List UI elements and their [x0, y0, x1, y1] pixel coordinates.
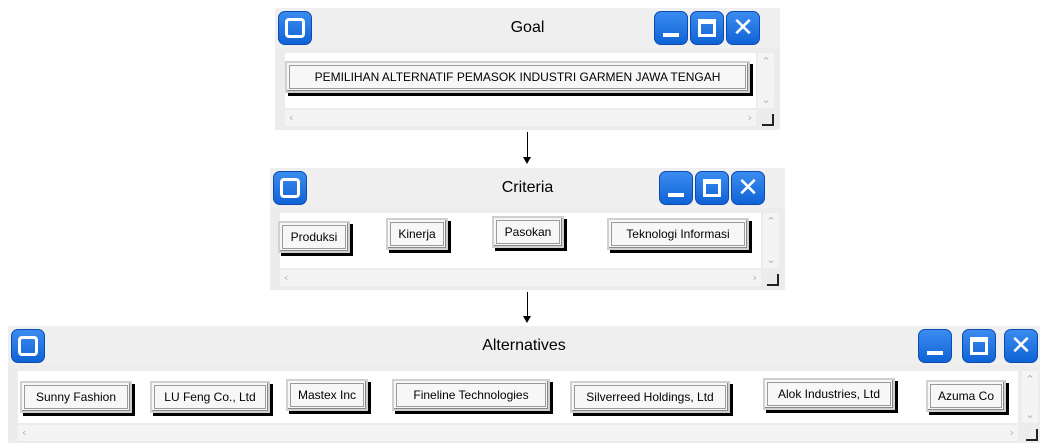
- alternative-node-lu-feng[interactable]: LU Feng Co., Ltd: [150, 381, 270, 413]
- criteria-node-kinerja[interactable]: Kinerja: [386, 218, 448, 250]
- goal-titlebar[interactable]: Goal ✕: [275, 8, 780, 48]
- criteria-titlebar[interactable]: Criteria ✕: [270, 168, 785, 208]
- chevron-right-icon[interactable]: ›: [747, 111, 752, 124]
- alternative-node-azuma-co[interactable]: Azuma Co: [926, 380, 1006, 412]
- resize-grip-icon[interactable]: [767, 274, 779, 286]
- alternatives-window: Alternatives ✕ Sunny Fashion LU Feng Co.…: [8, 326, 1040, 443]
- alternative-node-mastex[interactable]: Mastex Inc: [286, 379, 368, 411]
- window-icon[interactable]: [11, 329, 45, 363]
- maximize-icon[interactable]: [962, 329, 996, 363]
- resize-grip-icon[interactable]: [1026, 429, 1038, 441]
- criteria-node-teknologi-informasi[interactable]: Teknologi Informasi: [607, 218, 749, 250]
- chevron-up-icon[interactable]: ⌃: [766, 215, 776, 228]
- maximize-icon[interactable]: [695, 171, 729, 205]
- chevron-right-icon[interactable]: ›: [1009, 426, 1014, 439]
- chevron-up-icon[interactable]: ⌃: [1025, 373, 1035, 386]
- alternatives-horizontal-scrollbar[interactable]: ‹ ›: [18, 425, 1018, 441]
- criteria-vertical-scrollbar[interactable]: ⌃ ⌄: [763, 213, 779, 268]
- chevron-left-icon[interactable]: ‹: [284, 271, 289, 284]
- window-icon[interactable]: [278, 11, 312, 45]
- chevron-left-icon[interactable]: ‹: [22, 426, 27, 439]
- minimize-icon[interactable]: [654, 11, 688, 45]
- alternative-node-alok-industries[interactable]: Alok Industries, Ltd: [763, 378, 895, 410]
- criteria-to-alternatives-arrow: [523, 292, 531, 323]
- goal-vertical-scrollbar[interactable]: ⌃ ⌄: [758, 53, 774, 108]
- close-icon[interactable]: ✕: [731, 171, 765, 205]
- resize-grip-icon[interactable]: [762, 114, 774, 126]
- chevron-right-icon[interactable]: ›: [752, 271, 757, 284]
- goal-to-criteria-arrow: [523, 132, 531, 164]
- chevron-left-icon[interactable]: ‹: [289, 111, 294, 124]
- alternative-node-silverreed-holdings[interactable]: Silverreed Holdings, Ltd: [570, 381, 730, 413]
- alternative-node-fineline-technologies[interactable]: Fineline Technologies: [392, 379, 550, 411]
- minimize-icon[interactable]: [659, 171, 693, 205]
- criteria-horizontal-scrollbar[interactable]: ‹ ›: [280, 270, 761, 286]
- criteria-node-produksi[interactable]: Produksi: [278, 221, 350, 253]
- criteria-window: Criteria ✕ Produksi Kinerja Pasokan Tekn…: [270, 168, 785, 290]
- criteria-window-title: Criteria: [501, 179, 554, 196]
- maximize-icon[interactable]: [690, 11, 724, 45]
- goal-node[interactable]: PEMILIHAN ALTERNATIF PEMASOK INDUSTRI GA…: [285, 61, 750, 93]
- goal-window: Goal ✕ PEMILIHAN ALTERNATIF PEMASOK INDU…: [275, 8, 780, 130]
- alternatives-window-title: Alternatives: [482, 337, 566, 354]
- criteria-node-pasokan[interactable]: Pasokan: [492, 216, 564, 248]
- alternatives-vertical-scrollbar[interactable]: ⌃ ⌄: [1022, 371, 1038, 423]
- alternatives-titlebar[interactable]: Alternatives ✕: [8, 326, 1040, 366]
- chevron-down-icon[interactable]: ⌄: [761, 93, 771, 106]
- chevron-up-icon[interactable]: ⌃: [761, 55, 771, 68]
- goal-horizontal-scrollbar[interactable]: ‹ ›: [285, 110, 756, 126]
- close-icon[interactable]: ✕: [726, 11, 760, 45]
- window-icon[interactable]: [273, 171, 307, 205]
- chevron-down-icon[interactable]: ⌄: [766, 253, 776, 266]
- close-icon[interactable]: ✕: [1004, 329, 1038, 363]
- chevron-down-icon[interactable]: ⌄: [1025, 408, 1035, 421]
- goal-window-title: Goal: [510, 19, 545, 36]
- minimize-icon[interactable]: [918, 329, 952, 363]
- alternative-node-sunny-fashion[interactable]: Sunny Fashion: [20, 381, 132, 413]
